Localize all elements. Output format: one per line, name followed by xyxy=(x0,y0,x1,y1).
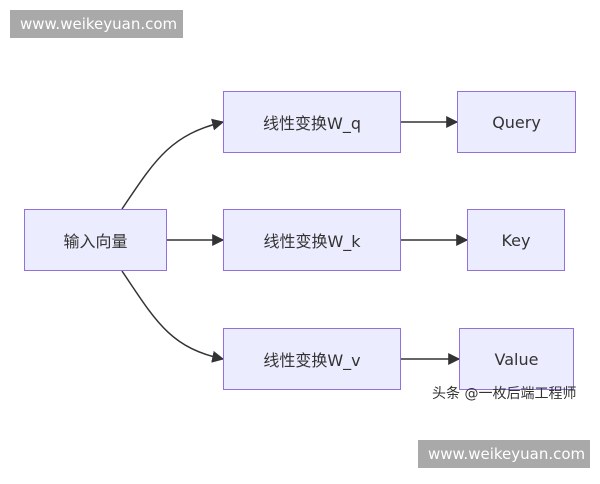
node-linear-transform-wv: 线性变换W_v xyxy=(223,328,401,390)
node-query: Query xyxy=(457,91,576,153)
edge-input-to-wv xyxy=(121,270,225,363)
node-linear-transform-wk-label: 线性变换W_k xyxy=(263,232,361,251)
node-query-label: Query xyxy=(492,112,541,132)
node-linear-transform-wq-label: 线性变换W_q xyxy=(263,114,361,133)
node-linear-transform-wk: 线性变换W_k xyxy=(223,209,401,271)
node-key: Key xyxy=(467,209,565,271)
watermark-bottom: www.weikeyuan.com xyxy=(418,440,590,468)
node-value: Value xyxy=(459,328,574,390)
node-linear-transform-wv-label: 线性变换W_v xyxy=(263,351,361,370)
node-key-label: Key xyxy=(501,230,531,250)
node-linear-transform-wq: 线性变换W_q xyxy=(223,91,401,153)
node-input-vector-label: 输入向量 xyxy=(63,232,128,251)
node-value-label: Value xyxy=(494,349,539,369)
edge-input-to-wq xyxy=(121,118,225,210)
watermark-top: www.weikeyuan.com xyxy=(10,10,183,38)
author-credit: 头条 @一枚后端工程师 xyxy=(432,386,577,402)
node-input-vector: 输入向量 xyxy=(24,209,167,271)
